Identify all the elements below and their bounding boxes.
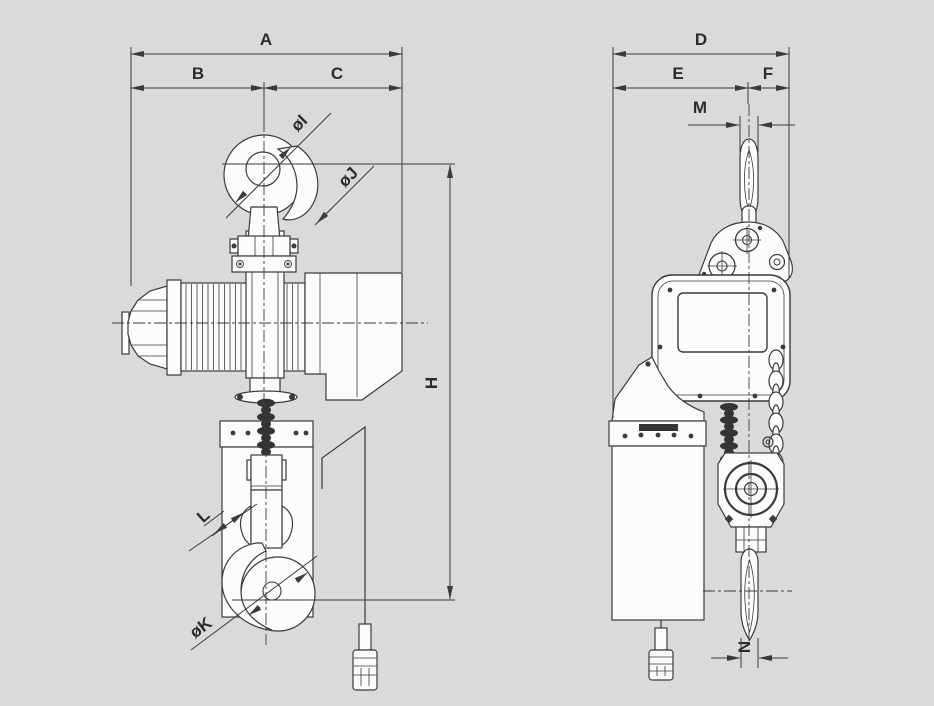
dim-label-oi: øI [287,111,311,135]
dim-n: N [711,638,788,668]
dim-label-f: F [763,64,773,83]
slack-chain-side [768,349,784,474]
pendant-control-front [321,425,378,691]
pendant-control-side [648,620,674,681]
top-hook [223,134,319,241]
dim-h: H [222,163,455,601]
dim-label-c: C [331,64,343,83]
suspension-bracket-side [696,221,793,282]
dim-label-e: E [672,64,683,83]
dim-b-c: B C [130,64,403,128]
dim-label-ok: øK [186,613,216,642]
dim-e-f: E F [612,64,790,104]
chain-container-side [608,356,707,621]
dim-label-b: B [192,64,204,83]
dim-label-n: N [735,641,754,653]
load-chain-side [720,403,738,463]
hoist-body-front [304,272,403,401]
hoist-body-side [651,274,791,402]
motor-fins [180,282,306,372]
dim-label-a: A [260,30,272,49]
front-view [112,120,428,691]
bottom-hook-side [717,436,785,642]
dim-label-l: L [193,505,213,526]
dim-m: M [688,98,795,152]
dim-label-m: M [693,98,707,117]
dim-label-h: H [422,377,441,389]
dim-oj: øJ [314,163,375,226]
side-view [608,104,793,681]
motor-end-cap [121,279,182,376]
dim-label-oj: øJ [334,163,361,190]
dim-label-d: D [695,30,707,49]
